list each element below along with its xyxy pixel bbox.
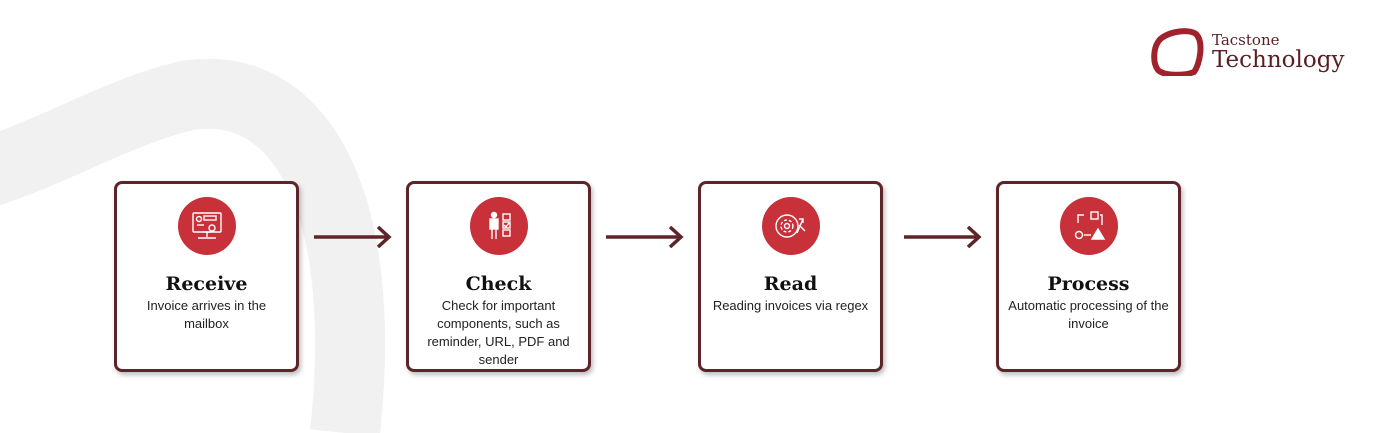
step-card-process: Process Automatic processing of the invo… xyxy=(996,181,1181,372)
gear-arrows-icon xyxy=(761,197,820,255)
step-card-check: Check Check for important components, su… xyxy=(406,181,591,372)
step-card-read: Read Reading invoices via regex xyxy=(698,181,883,372)
logo: Tacstone Technology xyxy=(1150,28,1344,76)
step-title: Process xyxy=(1047,273,1130,295)
logo-line2: Technology xyxy=(1212,46,1345,73)
arrow-right-icon xyxy=(606,226,684,248)
step-title: Check xyxy=(465,273,532,295)
logo-stone-icon xyxy=(1151,28,1204,76)
arrow-right-icon xyxy=(314,226,392,248)
step-description: Reading invoices via regex xyxy=(712,298,869,313)
step-description: Invoice arrives in the mailbox xyxy=(146,298,267,331)
step-description: Automatic processing of the invoice xyxy=(1008,298,1169,331)
step-card-receive: Receive Invoice arrives in the mailbox xyxy=(114,181,299,372)
person-checklist-icon xyxy=(469,197,528,255)
arrow-right-icon xyxy=(904,226,982,248)
step-title: Read xyxy=(763,273,818,295)
step-description: Check for important components, such as … xyxy=(427,298,570,367)
monitor-dashboard-icon xyxy=(177,197,236,255)
logo-line1: Tacstone xyxy=(1212,30,1280,49)
step-title: Receive xyxy=(165,273,248,295)
workflow-shapes-icon xyxy=(1059,197,1118,255)
